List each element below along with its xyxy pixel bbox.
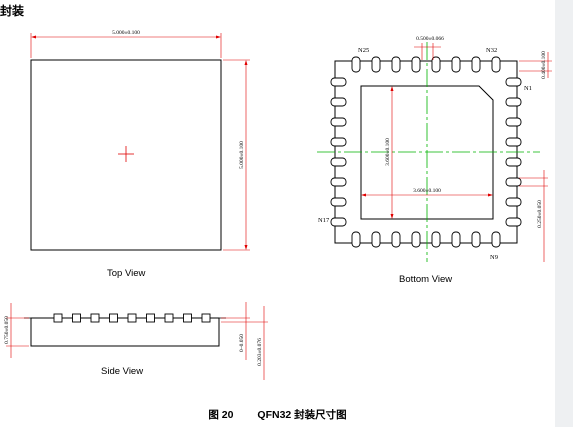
dim-pad-pitch: 0.500±0.066 — [416, 36, 444, 42]
pad-left — [330, 137, 347, 147]
pad-bottom — [411, 231, 421, 248]
pad-right — [505, 77, 522, 87]
pad-top — [491, 56, 501, 73]
dim-pad-width: 0.250±0.050 — [537, 200, 543, 228]
dim-exposed-pad-height: 3.600±0.100 — [385, 138, 391, 166]
pad-bottom — [431, 231, 441, 248]
pad-left — [330, 77, 347, 87]
bottom-view-label: Bottom View — [399, 274, 453, 285]
pad-top — [391, 56, 401, 73]
package-drawing: 5.000±0.100 5.000±0.100 0.500±0.066 0.40… — [4, 30, 552, 380]
pad-right — [505, 137, 522, 147]
pad-top — [411, 56, 421, 73]
pad-left — [330, 97, 347, 107]
dim-top-width: 5.000±0.100 — [112, 30, 140, 36]
side-pad — [53, 313, 63, 323]
pad-right — [505, 177, 522, 187]
pad-bottom — [391, 231, 401, 248]
document-page — [0, 0, 555, 427]
pin-label-n9: N9 — [490, 254, 498, 261]
pad-top — [371, 56, 381, 73]
pad-bottom — [451, 231, 461, 248]
pad-left — [330, 157, 347, 167]
dim-standoff: 0~0.050 — [239, 334, 245, 352]
pad-array — [330, 56, 522, 248]
pad-right — [505, 97, 522, 107]
section-heading: 封装 — [0, 4, 25, 18]
pad-bottom — [371, 231, 381, 248]
side-pad — [201, 313, 211, 323]
side-pad — [183, 313, 192, 323]
pad-top — [431, 56, 441, 73]
figure-title: QFN32 封装尺寸图 — [257, 409, 347, 421]
bottom-view: 0.500±0.066 0.400±0.100 3.600±0.100 3.60… — [317, 36, 552, 262]
top-view-label: Top View — [107, 268, 146, 279]
side-view: 0.750±0.050 0~0.050 0.203±0.076 — [4, 302, 268, 380]
scroll-gutter — [555, 0, 573, 427]
pad-left — [330, 217, 347, 227]
pin-label-n1: N1 — [524, 85, 532, 92]
dim-pad-length: 0.400±0.100 — [541, 51, 547, 79]
side-pad — [109, 313, 118, 323]
pad-bottom — [471, 231, 481, 248]
pad-left — [330, 177, 347, 187]
side-pad — [127, 313, 137, 323]
pin-label-n32: N32 — [486, 47, 497, 54]
pad-left — [330, 117, 347, 127]
dim-lead-thickness: 0.203±0.076 — [257, 338, 263, 366]
side-pad — [146, 313, 155, 323]
pad-right — [505, 217, 522, 227]
pad-bottom — [351, 231, 361, 248]
pad-top — [451, 56, 461, 73]
side-pad — [164, 313, 174, 323]
side-pad-array — [53, 313, 211, 323]
pin-label-n25: N25 — [358, 47, 369, 54]
pad-right — [505, 117, 522, 127]
pad-top — [471, 56, 481, 73]
pad-left — [330, 197, 347, 207]
side-pad — [90, 313, 100, 323]
side-view-label: Side View — [101, 366, 144, 377]
top-view: 5.000±0.100 5.000±0.100 — [30, 30, 250, 251]
pin-label-n17: N17 — [318, 217, 330, 224]
side-pad — [72, 313, 81, 323]
dim-exposed-pad-width: 3.600±0.100 — [413, 188, 441, 194]
pad-right — [505, 197, 522, 207]
dim-side-height: 0.750±0.050 — [4, 316, 10, 344]
dim-top-height: 5.000±0.100 — [239, 141, 245, 169]
pad-right — [505, 157, 522, 167]
pad-bottom — [491, 231, 501, 248]
figure-number: 图 20 — [208, 409, 234, 421]
figure-caption: 图 20 QFN32 封装尺寸图 — [0, 407, 555, 422]
pad-top — [351, 56, 361, 73]
